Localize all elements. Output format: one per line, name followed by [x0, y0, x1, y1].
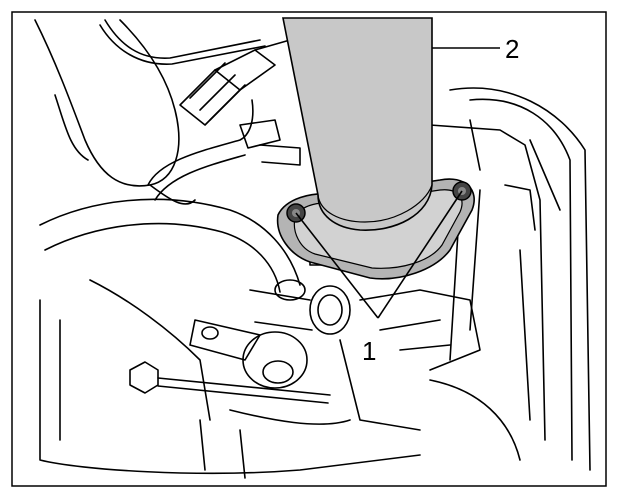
leader-1-right [377, 190, 463, 319]
right-housing [449, 87, 591, 471]
hose-connector [179, 39, 291, 126]
callout-1: 1 [362, 336, 376, 366]
lower-bolt [129, 361, 331, 404]
leader-1-left [295, 212, 379, 319]
coolant-tube [39, 198, 301, 286]
pipe [282, 17, 433, 231]
callout-2: 2 [505, 34, 519, 64]
leader-lines [295, 47, 500, 319]
